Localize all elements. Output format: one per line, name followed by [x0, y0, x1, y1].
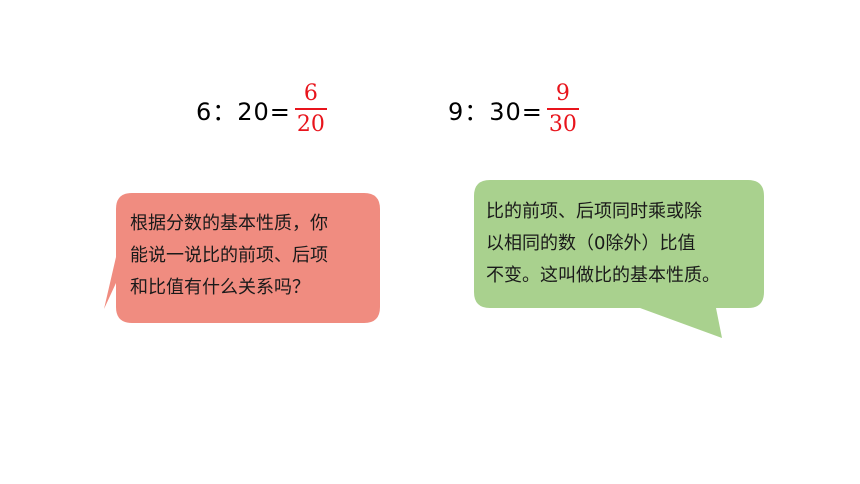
answer-text: 比的前项、后项同时乘或除 以相同的数（0除外）比值 不变。这叫做比的基本性质。: [486, 196, 720, 292]
ratio-equation-right: 9：30= 9 30: [448, 78, 579, 140]
answer-line: 不变。这叫做比的基本性质。: [486, 265, 720, 286]
answer-speech-bubble: [474, 180, 764, 338]
fraction-bar: [294, 107, 327, 110]
question-speech-bubble: [104, 193, 380, 323]
ratio-expression: 6：20=: [196, 97, 291, 126]
ratio-expression: 9：30=: [448, 97, 543, 126]
fraction: 9 30: [546, 80, 579, 137]
fraction-numerator: 9: [555, 80, 570, 106]
answer-line: 比的前项、后项同时乘或除: [486, 201, 702, 222]
question-text: 根据分数的基本性质，你 能说一说比的前项、后项 和比值有什么关系吗？: [130, 208, 328, 304]
question-line: 根据分数的基本性质，你: [130, 213, 328, 234]
question-line: 和比值有什么关系吗？: [130, 277, 310, 298]
answer-line: 以相同的数（0除外）比值: [486, 233, 696, 254]
fraction-bar: [546, 107, 579, 110]
fraction-numerator: 6: [303, 80, 318, 106]
fraction-denominator: 30: [548, 111, 577, 137]
fraction-denominator: 20: [296, 111, 325, 137]
ratio-equation-left: 6：20= 6 20: [196, 78, 327, 140]
question-line: 能说一说比的前项、后项: [130, 245, 328, 266]
fraction: 6 20: [294, 80, 327, 137]
